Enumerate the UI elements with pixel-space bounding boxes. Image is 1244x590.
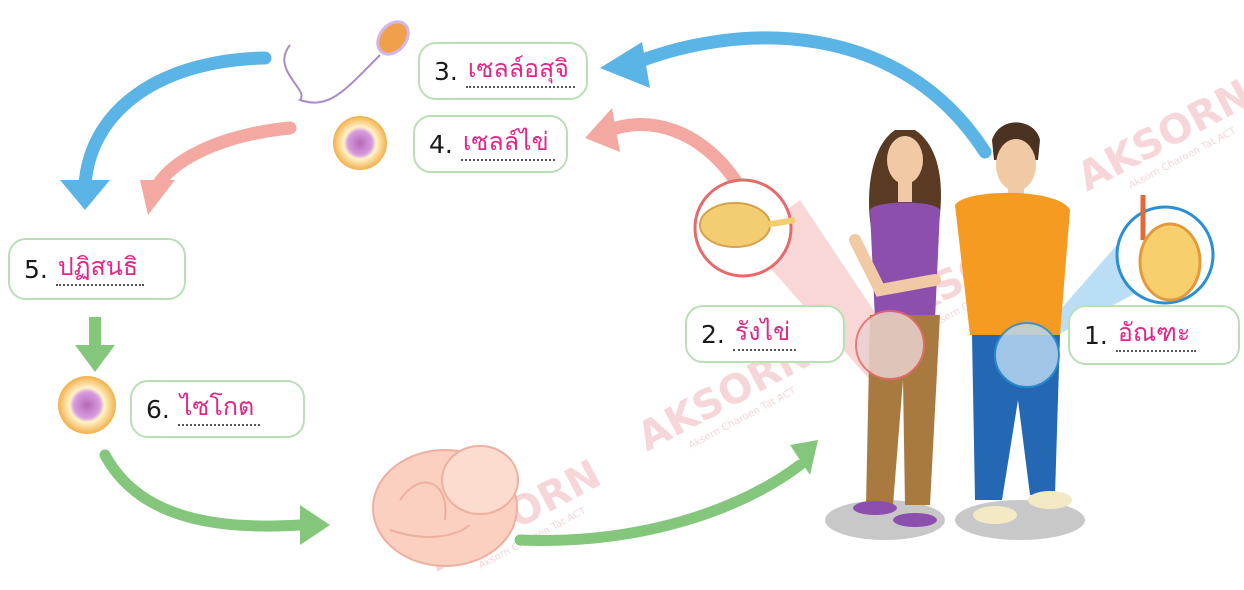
arrow-head	[75, 345, 115, 372]
label-step-1-testis: 1. อัณฑะ	[1068, 305, 1240, 365]
step-number: 5.	[24, 255, 48, 284]
arrow-fertilization-to-zygote	[89, 317, 101, 345]
answer-ovary: รังไข่	[733, 317, 796, 351]
arrow-head	[300, 505, 330, 545]
label-step-3-sperm: 3. เซลล์อสุจิ	[418, 42, 588, 100]
fetus-icon	[373, 446, 518, 566]
man-figure	[955, 122, 1072, 524]
arrow-egg-from-ovary	[610, 124, 735, 180]
step-number: 6.	[146, 395, 170, 424]
step-number: 4.	[429, 130, 453, 159]
arrow-head	[140, 180, 175, 215]
illustration-layer	[0, 0, 1244, 577]
label-step-2-ovary: 2. รังไข่	[685, 305, 845, 363]
label-step-6-zygote: 6. ไซโกต	[130, 380, 305, 438]
label-step-5-fertilization: 5. ปฏิสนธิ	[8, 238, 186, 300]
answer-zygote: ไซโกต	[178, 392, 260, 426]
step-number: 2.	[701, 320, 725, 349]
arrow-fetus-to-adults	[520, 465, 800, 540]
label-step-4-egg: 4. เซลล์ไข่	[413, 115, 568, 173]
step-number: 1.	[1084, 321, 1108, 350]
arrow-head	[600, 42, 650, 88]
arrow-zygote-to-fetus	[105, 455, 300, 526]
arrow-head	[585, 108, 620, 152]
man-pelvis-highlight	[995, 323, 1059, 387]
egg-cell-icon	[333, 116, 387, 170]
woman-pelvis-highlight	[856, 311, 924, 379]
answer-testis: อัณฑะ	[1116, 318, 1196, 352]
answer-egg-cell: เซลล์ไข่	[461, 127, 555, 161]
arrow-egg-to-fertilization	[155, 128, 290, 190]
step-number: 3.	[434, 57, 458, 86]
sperm-icon	[284, 16, 414, 103]
zygote-icon	[58, 376, 116, 434]
answer-sperm-cell: เซลล์อสุจิ	[466, 54, 575, 88]
answer-fertilization: ปฏิสนธิ	[56, 252, 144, 286]
arrow-head	[60, 180, 110, 210]
